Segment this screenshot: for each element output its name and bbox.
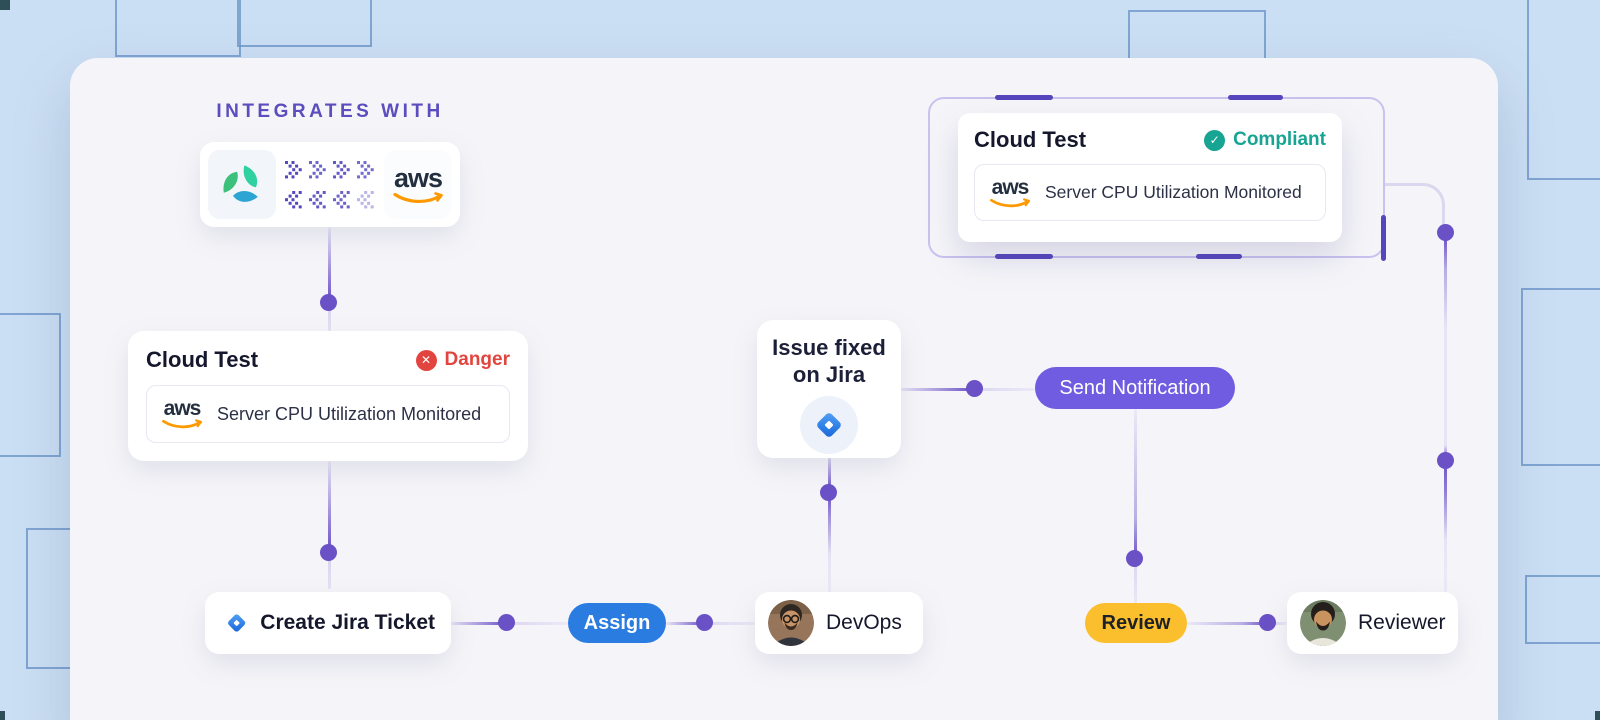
jira-icon [817, 413, 841, 437]
connector-dot [696, 614, 713, 631]
aws-smile-icon [990, 197, 1031, 207]
frame-accent-dash [1381, 215, 1386, 261]
integration-logos-card: aws [200, 142, 460, 227]
connector-dot [498, 614, 515, 631]
send-notification-step: Send Notification [1035, 367, 1235, 409]
background-rectangle [0, 313, 61, 457]
send-notification-label: Send Notification [1059, 376, 1211, 399]
connector-dot [1126, 550, 1143, 567]
issue-card-text: Issue fixed [772, 335, 886, 360]
connector-line [1444, 225, 1447, 592]
issue-card-text: on Jira [792, 362, 866, 387]
reviewer-label: Reviewer [1358, 611, 1446, 634]
create-jira-ticket-label: Create Jira Ticket [260, 611, 435, 634]
connector-line [1187, 622, 1287, 625]
integrates-with-label: INTEGRATES WITH [216, 101, 444, 122]
connector-dot [1437, 224, 1454, 241]
card-title: Cloud Test [974, 127, 1087, 152]
background-rectangle [1527, 0, 1600, 180]
connector-dot [1437, 452, 1454, 469]
aws-wordmark: aws [163, 397, 202, 420]
connector-dot [966, 380, 983, 397]
connector-dot [820, 484, 837, 501]
status-badge: ✓ Compliant [1204, 129, 1326, 151]
aws-smile-icon [162, 419, 203, 429]
devops-card: DevOps [755, 592, 923, 654]
connector-line [1134, 409, 1137, 607]
connector-dot [320, 544, 337, 561]
frame-accent-dash [995, 254, 1053, 259]
jira-icon-circle [800, 396, 858, 454]
connector-dot [320, 294, 337, 311]
jira-icon [228, 614, 246, 632]
aws-logo: aws [161, 398, 203, 430]
aws-logo: aws [392, 162, 444, 205]
connector-line [828, 458, 831, 592]
partner-logo-tile [208, 150, 276, 219]
background-rectangle [237, 0, 372, 47]
corner-mark [1595, 711, 1600, 720]
monitored-item-row: aws Server CPU Utilization Monitored [146, 385, 510, 443]
status-label: Compliant [1233, 129, 1326, 150]
create-jira-ticket-card: Create Jira Ticket [205, 592, 451, 654]
dotted-arrows-right-icon [285, 160, 374, 178]
connector-line [328, 227, 331, 331]
frame-accent-dash [1228, 95, 1283, 100]
cloud-test-compliant-frame [928, 97, 1385, 258]
cloud-test-danger-card: Cloud Test ✕ Danger aws Server CPU Utili… [128, 331, 528, 461]
status-label: Danger [444, 349, 510, 370]
connector-line [328, 461, 331, 589]
review-label: Review [1101, 611, 1171, 634]
review-step: Review [1085, 603, 1187, 643]
devops-avatar [768, 600, 814, 646]
aws-smile-icon [393, 191, 443, 203]
background-rectangle [1521, 288, 1600, 466]
aws-wordmark: aws [393, 162, 443, 193]
cross-icon: ✕ [415, 349, 437, 371]
connector-dot [1259, 614, 1276, 631]
frame-accent-dash [1196, 254, 1242, 259]
issue-fixed-card: Issue fixed on Jira [757, 320, 901, 458]
cloud-security-logo-icon [223, 164, 258, 202]
corner-mark [0, 0, 10, 10]
check-icon: ✓ [1204, 129, 1226, 151]
assign-label: Assign [583, 611, 651, 634]
connector-elbow [1385, 183, 1445, 227]
card-title: Cloud Test [146, 347, 259, 372]
reviewer-card: Reviewer [1287, 592, 1458, 654]
assign-step: Assign [568, 603, 666, 643]
status-badge: ✕ Danger [415, 349, 510, 371]
background-rectangle [1525, 575, 1600, 644]
reviewer-avatar [1300, 600, 1346, 646]
background-rectangle [115, 0, 241, 57]
corner-mark [0, 711, 5, 720]
data-exchange-arrows [285, 160, 375, 209]
monitored-item-text: Server CPU Utilization Monitored [217, 403, 482, 424]
devops-label: DevOps [826, 611, 902, 634]
monitored-item-text: Server CPU Utilization Monitored [1045, 182, 1302, 202]
aws-logo: aws [989, 177, 1031, 209]
card-title-row: Cloud Test ✓ Compliant [974, 127, 1326, 153]
aws-logo-tile: aws [384, 150, 452, 219]
frame-accent-dash [995, 95, 1053, 100]
monitored-item-row: aws Server CPU Utilization Monitored [974, 164, 1326, 221]
card-title-row: Cloud Test ✕ Danger [146, 347, 510, 373]
dotted-arrows-left-icon [285, 190, 374, 208]
cloud-test-compliant-card: Cloud Test ✓ Compliant aws Server CPU Ut… [958, 113, 1342, 242]
aws-wordmark: aws [991, 175, 1030, 199]
